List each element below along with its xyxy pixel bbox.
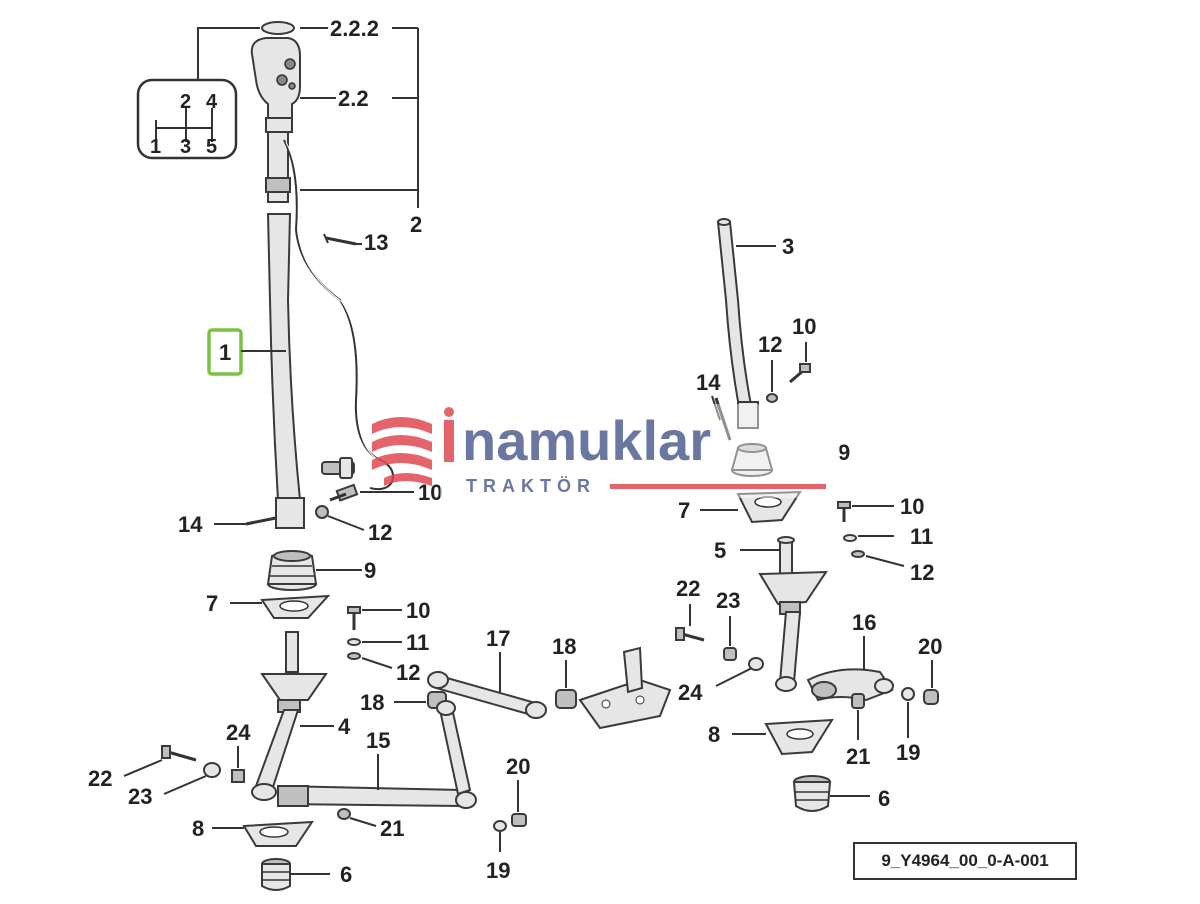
boot-9-left	[266, 550, 318, 591]
callout-1: 1	[219, 340, 231, 365]
plate-8-right	[764, 718, 834, 756]
callout-18-a: 18	[552, 634, 576, 659]
nut-20-right	[923, 689, 939, 705]
nut-12-right-upper	[766, 393, 778, 403]
shift-gear-4: 4	[206, 91, 218, 113]
cable-clip	[321, 457, 355, 479]
shift-gear-3: 3	[180, 136, 191, 158]
callout-24-b: 24	[678, 680, 703, 705]
screw-10-right-upper	[789, 363, 811, 384]
callout-18-b: 18	[360, 690, 384, 715]
washer-24-right	[748, 657, 764, 671]
callout-2: 2	[410, 212, 422, 237]
callout-12-c: 12	[758, 332, 782, 357]
callout-2-2-2: 2.2.2	[330, 16, 379, 41]
callout-11-a: 11	[406, 630, 429, 655]
pivot-4	[251, 631, 328, 801]
nut-24-left	[231, 769, 245, 783]
watermark-brand: namuklar	[462, 409, 711, 472]
callout-14-a: 14	[178, 512, 203, 537]
washer-19-left	[493, 820, 507, 832]
callout-10-b: 10	[406, 598, 430, 623]
pivot-5	[758, 536, 828, 692]
callout-10-c: 10	[792, 314, 816, 339]
shift-gear-5: 5	[206, 136, 217, 158]
boot-6-right	[792, 775, 832, 812]
bush-18-middle	[555, 689, 577, 709]
rod-15	[277, 700, 477, 809]
watermark: namuklar TRAKTÖR	[372, 404, 840, 498]
callout-12-d: 12	[910, 560, 934, 585]
plate-7-right	[736, 490, 802, 524]
boot-6-left	[261, 858, 291, 891]
callout-20-b: 20	[918, 634, 942, 659]
callout-9-a: 9	[364, 558, 376, 583]
shift-gear-1: 1	[150, 136, 161, 158]
callout-22-b: 22	[676, 576, 700, 601]
gear-knob	[250, 37, 301, 133]
callout-6-b: 6	[878, 786, 890, 811]
callout-9-b: 9	[838, 440, 850, 465]
bolt-22-right	[675, 627, 705, 642]
nut-23-right	[723, 647, 737, 661]
callout-17: 17	[486, 626, 510, 651]
pin-14-left	[245, 516, 277, 526]
callout-6-a: 6	[340, 862, 352, 887]
callout-23-b: 23	[716, 588, 740, 613]
nut-12-left	[315, 505, 329, 519]
washer-19-right	[901, 687, 915, 701]
callout-23-a: 23	[128, 784, 152, 809]
callout-7-a: 7	[206, 591, 218, 616]
pin-14-right	[714, 397, 732, 441]
nut-20-left	[511, 813, 527, 827]
bolt-22-left	[161, 745, 197, 762]
callout-8-a: 8	[192, 816, 204, 841]
callout-20-a: 20	[506, 754, 530, 779]
callout-19-b: 19	[896, 740, 920, 765]
callout-7-b: 7	[678, 498, 690, 523]
knob-cap	[261, 21, 295, 35]
callout-15: 15	[366, 728, 390, 753]
plate-8-left	[242, 820, 314, 847]
callout-5: 5	[714, 538, 726, 563]
nut-21-right	[851, 693, 865, 709]
callout-21-a: 21	[380, 816, 404, 841]
watermark-tagline: TRAKTÖR	[466, 476, 596, 496]
shift-pattern-box: 2 4 1 3 5	[136, 78, 238, 160]
rod-17	[427, 671, 547, 719]
plate-7-left	[260, 594, 331, 619]
callout-24-a: 24	[226, 720, 251, 745]
callout-21-b: 21	[846, 744, 870, 769]
washer-23-left	[203, 762, 221, 778]
lever-1	[266, 213, 305, 529]
lever-3	[716, 218, 759, 429]
shift-gear-2: 2	[180, 91, 191, 113]
fasteners-10-11-12-left	[347, 606, 361, 660]
callout-12-a: 12	[368, 520, 392, 545]
watermark-logo-icon	[372, 417, 432, 486]
screw-10-left-upper	[329, 483, 359, 502]
callout-3: 3	[782, 234, 794, 259]
callout-19-a: 19	[486, 858, 510, 883]
callout-12-b: 12	[396, 660, 420, 685]
mount-bracket	[578, 646, 672, 730]
callout-16: 16	[852, 610, 876, 635]
fasteners-10-11-12-right	[837, 501, 865, 558]
callout-2-2: 2.2	[338, 86, 369, 111]
arm-16	[806, 668, 894, 702]
callout-13: 13	[364, 230, 388, 255]
callout-22-a: 22	[88, 766, 112, 791]
callout-11-b: 11	[910, 524, 933, 549]
reference-code: 9_Y4964_00_0-A-001	[853, 842, 1077, 880]
pin-13	[323, 233, 357, 246]
callout-10-d: 10	[900, 494, 924, 519]
boot-9-right	[730, 443, 774, 477]
callout-4: 4	[338, 714, 351, 739]
callout-8-b: 8	[708, 722, 720, 747]
nut-21-left	[337, 808, 351, 820]
callout-14-b: 14	[696, 370, 721, 395]
bracket-2	[197, 27, 419, 208]
